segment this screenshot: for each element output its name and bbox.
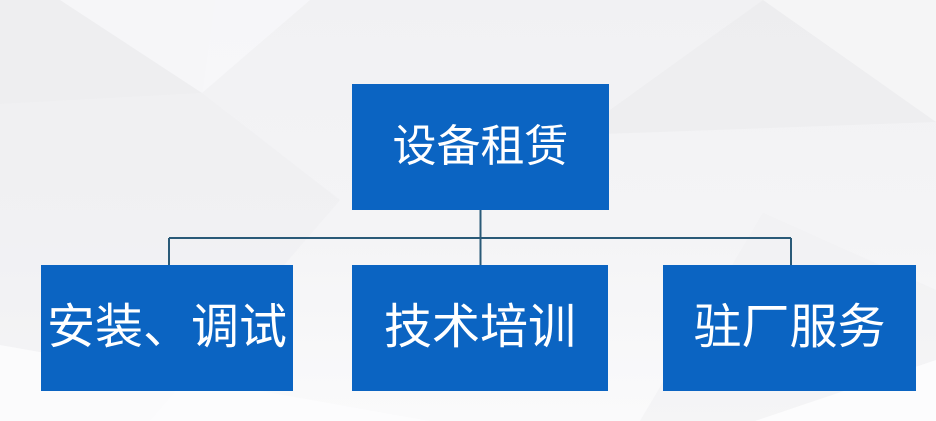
node-onsite-service: 驻厂服务 [663,265,916,391]
node-equipment-rental: 设备租赁 [352,84,609,210]
node-installation-debugging: 安装、调试 [41,265,293,391]
node-onsite-service-label: 驻厂服务 [693,301,886,354]
node-technical-training: 技术培训 [352,265,608,391]
node-installation-debugging-label: 安装、调试 [46,301,287,354]
node-equipment-rental-label: 设备租赁 [392,122,569,171]
node-technical-training-label: 技术培训 [383,301,576,354]
